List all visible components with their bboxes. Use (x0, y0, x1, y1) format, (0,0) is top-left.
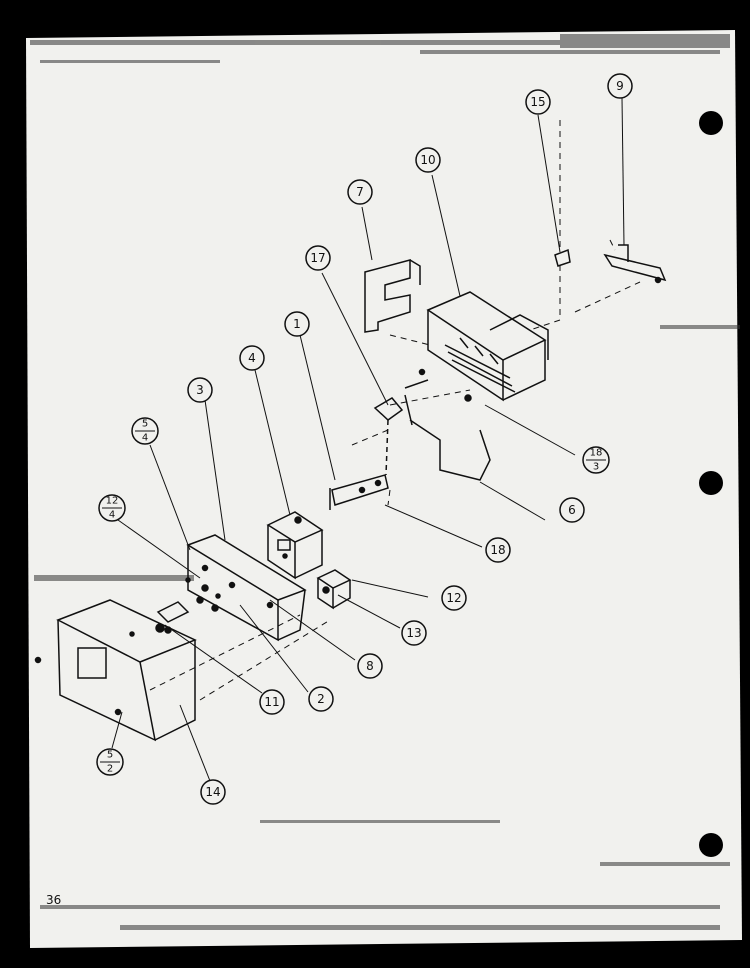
svg-text:18: 18 (590, 448, 603, 459)
callout-10: 10 (415, 147, 441, 173)
parts (34, 244, 667, 742)
svg-text:2: 2 (107, 764, 113, 775)
svg-text:5: 5 (142, 419, 148, 430)
callout-9: 9 (607, 73, 633, 99)
callout-12: 12 (441, 585, 467, 611)
callout-8: 8 (357, 653, 383, 679)
svg-text:2: 2 (317, 692, 325, 706)
page-number: 36 (46, 893, 61, 907)
svg-text:17: 17 (310, 251, 325, 265)
svg-text:8: 8 (366, 659, 374, 673)
callout-18-over-3: 18 3 (582, 446, 610, 474)
cover-part-14 (34, 599, 197, 742)
svg-text:4: 4 (109, 510, 115, 521)
svg-text:12: 12 (446, 591, 461, 605)
ice-maker-part-10 (404, 291, 549, 402)
clip-part-15 (554, 248, 571, 267)
svg-text:18: 18 (490, 543, 505, 557)
svg-text:11: 11 (264, 695, 279, 709)
svg-text:1: 1 (293, 317, 301, 331)
callout-13: 13 (401, 620, 427, 646)
binder-holes (699, 111, 723, 857)
svg-text:15: 15 (530, 95, 545, 109)
switch-bracket-part-1 (329, 474, 389, 510)
svg-text:4: 4 (248, 351, 256, 365)
svg-text:7: 7 (356, 185, 364, 199)
callout-18: 18 (485, 537, 511, 563)
bracket-part-3 (185, 534, 307, 642)
svg-text:9: 9 (616, 79, 624, 93)
callout-11: 11 (259, 689, 285, 715)
svg-text:12: 12 (106, 496, 119, 507)
bracket-part-7 (364, 259, 421, 333)
svg-text:14: 14 (205, 785, 220, 799)
svg-text:3: 3 (196, 383, 204, 397)
callout-7: 7 (347, 179, 373, 205)
callout-5-over-4: 5 4 (131, 417, 159, 445)
leader-lines (111, 97, 625, 782)
control-box-part-4 (266, 511, 324, 580)
svg-text:3: 3 (593, 462, 599, 473)
assembly-lines (149, 120, 641, 701)
callout-3: 3 (187, 377, 213, 403)
callout-6: 6 (559, 497, 585, 523)
callout-5-over-2: 5 2 (96, 748, 124, 776)
callout-1: 1 (284, 311, 310, 337)
scan-noise (30, 34, 740, 930)
callout-14: 14 (200, 779, 226, 805)
svg-text:5: 5 (107, 750, 113, 761)
svg-text:10: 10 (420, 153, 435, 167)
svg-text:13: 13 (406, 626, 421, 640)
block-part-13 (316, 569, 352, 610)
svg-text:4: 4 (142, 433, 148, 444)
callout-15: 15 (525, 89, 551, 115)
wire-arm-part-6 (404, 394, 491, 481)
callout-12-over-4: 12 4 (98, 494, 126, 522)
callout-2: 2 (308, 686, 334, 712)
callout-17: 17 (305, 245, 331, 271)
bracket-part-9 (603, 244, 667, 284)
svg-text:6: 6 (568, 503, 576, 517)
callouts: 15 9 10 7 17 1 4 3 (96, 73, 633, 805)
callout-4: 4 (239, 345, 265, 371)
